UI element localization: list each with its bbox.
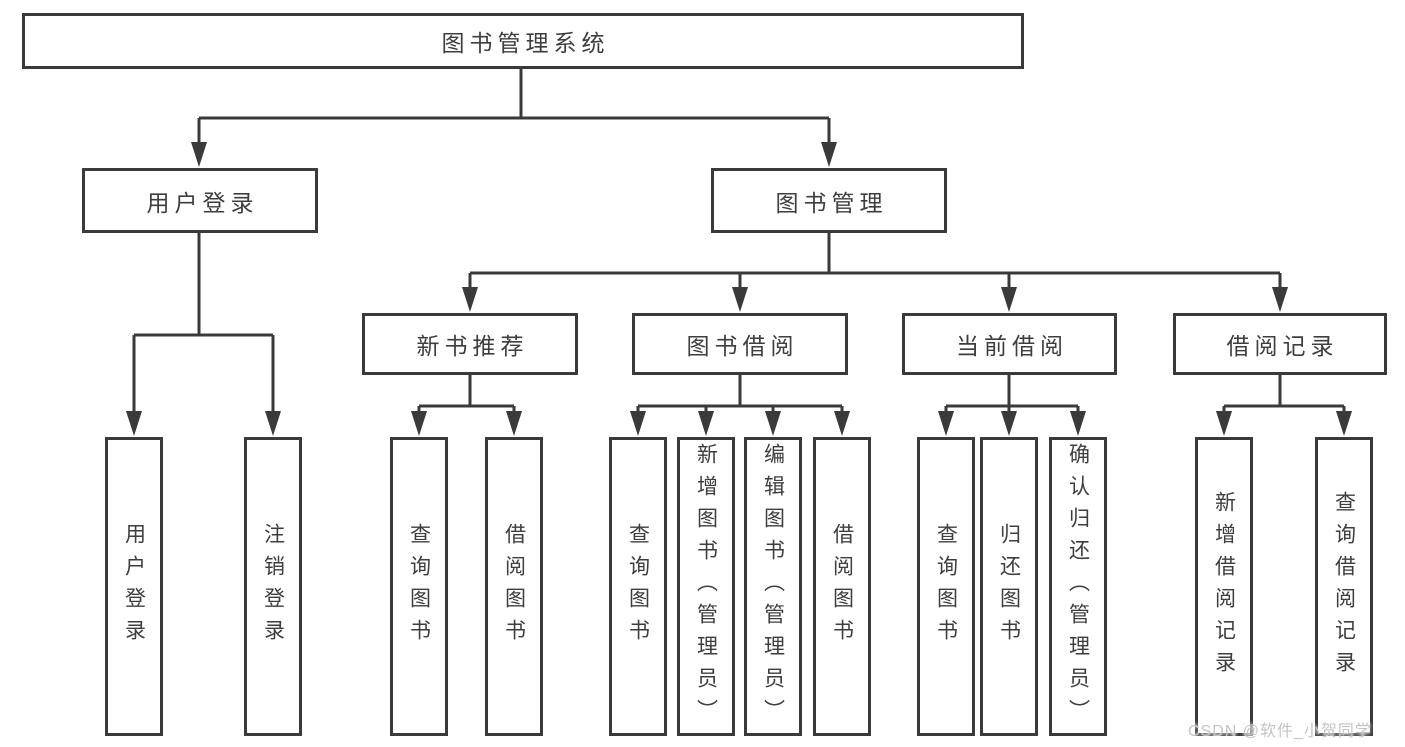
node-label: 用户登录: [146, 189, 259, 216]
connector-borrowing-records-to-leaves: [1222, 375, 1346, 415]
arrowhead-icon: [191, 142, 207, 167]
connector-user-login-to-leaves: [132, 233, 275, 415]
arrowhead-icon: [1001, 287, 1017, 312]
node-add-books-leaf: 新增图书（管理员）: [677, 437, 735, 736]
connector-new-book-to-leaves: [417, 375, 516, 415]
node-label: 新增图书（管理员）: [694, 442, 718, 731]
connector-current-borrowing-to-leaves: [944, 375, 1080, 415]
arrowhead-icon: [506, 411, 522, 436]
arrowhead-icon: [1336, 411, 1352, 436]
node-borrowing-records: 借阅记录: [1173, 313, 1387, 375]
node-query-books-leaf-2: 查询图书: [609, 437, 667, 736]
node-new-book-recommend: 新书推荐: [362, 313, 578, 375]
node-user-login: 用户登录: [82, 168, 318, 233]
connector-root-to-level2: [197, 69, 831, 146]
node-label: 确认归还（管理员）: [1066, 442, 1090, 731]
node-current-borrowing: 当前借阅: [902, 313, 1117, 375]
node-query-borrow-record-leaf: 查询借阅记录: [1315, 437, 1373, 736]
node-query-books-leaf-3: 查询图书: [917, 437, 975, 736]
node-label: 归还图书: [997, 522, 1021, 651]
arrowhead-icon: [834, 411, 850, 436]
node-label: 当前借阅: [956, 333, 1068, 359]
arrowhead-icon: [732, 287, 748, 312]
node-label: 借阅图书: [502, 522, 526, 651]
arrowhead-icon: [821, 142, 837, 167]
arrowhead-icon: [1070, 411, 1086, 436]
arrowhead-icon: [1001, 411, 1017, 436]
node-book-borrowing: 图书借阅: [632, 313, 848, 375]
node-confirm-return-leaf: 确认归还（管理员）: [1049, 437, 1107, 736]
node-label: 借阅记录: [1226, 333, 1339, 359]
arrowhead-icon: [938, 411, 954, 436]
node-label: 图书管理: [775, 189, 888, 216]
arrowhead-icon: [265, 411, 281, 436]
arrowhead-icon: [698, 411, 714, 436]
arrowhead-icon: [1216, 411, 1232, 436]
node-label: 查询图书: [407, 522, 431, 651]
node-label: 用户登录: [122, 522, 146, 651]
node-borrow-books-leaf-1: 借阅图书: [485, 437, 543, 736]
node-query-books-leaf-1: 查询图书: [390, 437, 448, 736]
node-label: 注销登录: [261, 522, 285, 651]
node-label: 查询借阅记录: [1332, 490, 1356, 683]
node-label: 图书借阅: [686, 333, 799, 359]
node-label: 借阅图书: [830, 522, 854, 651]
connector-book-borrowing-to-leaves: [636, 375, 844, 415]
node-edit-books-leaf: 编辑图书（管理员）: [744, 437, 802, 736]
node-logout-leaf: 注销登录: [244, 437, 302, 736]
node-root: 图书管理系统: [22, 13, 1024, 69]
node-label: 图书管理系统: [441, 30, 610, 56]
node-user-login-leaf: 用户登录: [105, 437, 163, 736]
node-label: 新书推荐: [416, 333, 529, 359]
node-label: 编辑图书（管理员）: [761, 442, 785, 731]
arrowhead-icon: [462, 287, 478, 312]
node-label: 查询图书: [934, 522, 958, 651]
connector-book-management-to-level3: [468, 233, 1282, 291]
arrowhead-icon: [411, 411, 427, 436]
arrowhead-icon: [765, 411, 781, 436]
node-add-borrow-record-leaf: 新增借阅记录: [1195, 437, 1253, 736]
arrowhead-icon: [630, 411, 646, 436]
node-borrow-books-leaf-2: 借阅图书: [813, 437, 871, 736]
node-book-management: 图书管理: [711, 168, 947, 233]
watermark: CSDN @软件_小贺同学: [1188, 723, 1372, 740]
node-return-books-leaf: 归还图书: [980, 437, 1038, 736]
node-label: 新增借阅记录: [1212, 490, 1236, 683]
node-label: 查询图书: [626, 522, 650, 651]
arrowhead-icon: [126, 411, 142, 436]
arrowhead-icon: [1272, 287, 1288, 312]
